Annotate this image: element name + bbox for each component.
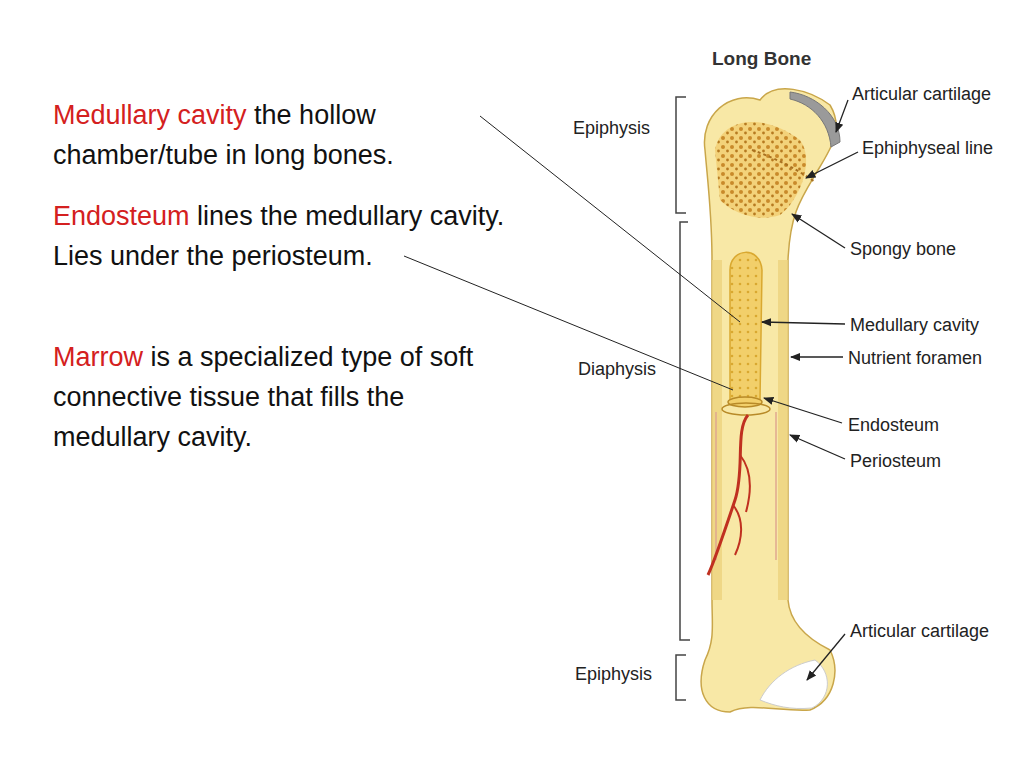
part-label: Ephiphyseal line (862, 137, 993, 159)
part-label: Spongy bone (850, 238, 956, 260)
part-label: Articular cartilage (850, 620, 989, 642)
bone-outline (701, 89, 836, 712)
diagram-title: Long Bone (712, 48, 811, 70)
term: Medullary cavity (53, 100, 247, 130)
leader-line (480, 116, 740, 322)
region-label: Epiphysis (575, 663, 652, 685)
spacer (190, 201, 198, 231)
periosteum-cut (716, 412, 776, 560)
term: Marrow (53, 342, 143, 372)
diaphysis-bracket (680, 222, 690, 640)
leader-arrow (764, 398, 842, 423)
epiphysis-bracket (676, 655, 686, 700)
region-label: Diaphysis (578, 358, 656, 380)
term: Endosteum (53, 201, 190, 231)
part-label: Medullary cavity (850, 314, 979, 336)
leader-arrow (791, 356, 843, 357)
leader-arrow (762, 322, 845, 324)
leader-arrow (807, 634, 845, 680)
part-label: Endosteum (848, 414, 939, 436)
part-label: Nutrient foramen (848, 347, 982, 369)
nutrient-vessel (708, 415, 748, 575)
part-label: Periosteum (850, 450, 941, 472)
region-label: Epiphysis (573, 117, 650, 139)
definition-paragraph: Marrow is a specialized type of soft con… (53, 337, 523, 457)
definition-paragraph: Medullary cavity the hollow chamber/tube… (53, 95, 523, 175)
leader-arrow (792, 214, 845, 248)
nutrient-vessel-branch (733, 455, 750, 555)
leader-arrow (836, 100, 848, 132)
definition-paragraph: Endosteum lines the medullary cavity. Li… (53, 196, 523, 276)
leader-arrow (806, 152, 858, 178)
endosteum (728, 397, 762, 407)
epiphyseal-line (752, 150, 815, 182)
spacer (247, 100, 255, 130)
spacer (143, 342, 151, 372)
leader-arrow (790, 435, 845, 459)
epiphysis-bracket (676, 97, 686, 213)
medullary-cavity (730, 252, 762, 400)
spongy-bone (715, 122, 806, 218)
part-label: Articular cartilage (852, 83, 991, 105)
endosteum-ring (722, 403, 770, 415)
